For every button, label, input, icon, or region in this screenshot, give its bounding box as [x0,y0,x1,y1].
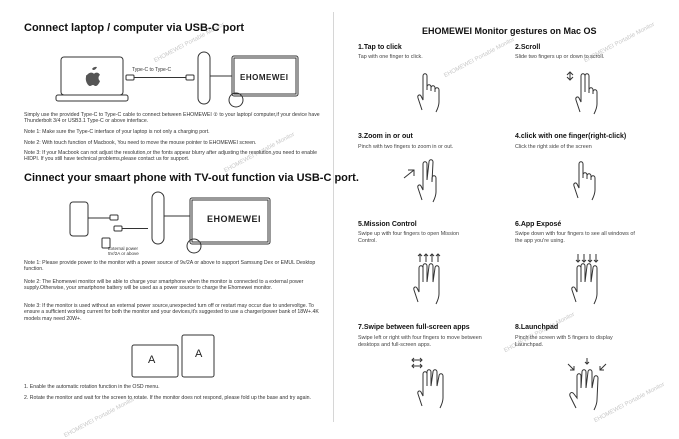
rotation-step-1: 1. Enable the automatic rotation functio… [24,384,160,390]
scroll-hand-icon [566,71,598,115]
rotation-step-2: 2. Rotate the monitor and wait for the s… [24,395,311,401]
gesture-6-desc: Swipe down with four fingers to see all … [515,231,635,244]
app-expose-hand-icon [571,254,599,305]
laptop-illustration [55,56,129,102]
phone-illustration [69,201,148,249]
phone-note-2: Note 2: The Ehomewei monitor will be abl… [24,279,304,292]
laptop-section-heading: Connect laptop / computer via USB-C port [24,22,245,34]
cable-label: Type-C to Type-C [132,67,172,73]
tap-hand-icon [417,73,440,113]
gesture-3-title: 3.Zoom in or out [358,133,413,140]
usb-c-paragraph: Simply use the provided Type-C to Type-C… [24,112,320,125]
rotation-label-landscape: A [148,354,156,366]
phone-note-3: Note 3: If the monitor is used without a… [24,303,319,322]
gesture-1-title: 1.Tap to click [358,44,402,51]
phone-note-1: Note 1: Please provide power to the moni… [24,260,316,273]
right-click-hand-icon [573,161,596,201]
zoom-hand-icon [403,159,437,203]
launchpad-hand-icon [567,358,607,411]
gesture-8-title: 8.Launchpad [515,324,559,331]
gestures-title: EHOMEWEI Monitor gestures on Mac OS [422,26,597,36]
gesture-1-desc: Tap with one finger to click. [358,54,423,60]
gesture-7-title: 7.Swipe between full-screen apps [358,324,470,331]
swipe-apps-hand-icon [411,357,444,409]
phone-section-heading: Cinnect your smaart phone with TV-out fu… [24,172,359,184]
gesture-4-title: 4.click with one finger(right-click) [515,133,627,140]
column-divider [333,12,334,422]
gesture-2-desc: Slide two fingers up or down to scroll. [515,54,605,60]
watermark: EHOMEWEI Portable Monitor [63,396,136,439]
gesture-4-desc: Click the right side of the screen [515,144,592,150]
gesture-6-title: 6.App Exposé [515,221,562,228]
external-power-label: External power 5V/2A or above [108,246,139,256]
gesture-5-title: 5.Mission Control [358,221,417,228]
gesture-3-desc: Pinch with two fingers to zoom in or out… [358,144,454,150]
usb-c-cable-illustration [125,74,195,81]
gesture-2-title: 2.Scroll [515,44,541,51]
rotation-label-portrait: A [195,348,203,360]
monitor-brand-logo: EHOMEWEI [240,73,289,82]
phone-monitor-brand-logo: EHOMEWEI [207,214,262,224]
phone-monitor-illustration [151,191,271,254]
gesture-7-desc: Swipe left or right with four fingers to… [358,335,482,348]
laptop-note-3: Note 3: If your Macbook can not adjust t… [24,150,317,163]
rotation-illustration [131,334,215,378]
laptop-note-1: Note 1: Make sure the Type-C interface o… [24,129,210,135]
mission-control-hand-icon [413,253,441,305]
monitor-illustration [197,51,299,108]
gesture-8-desc: Pinch the screen with 5 fingers to displ… [515,335,613,348]
laptop-note-2: Note 2: With touch function of Macbook, … [24,140,257,146]
gesture-5-desc: Swipe up with four fingers to open Missi… [358,231,459,244]
